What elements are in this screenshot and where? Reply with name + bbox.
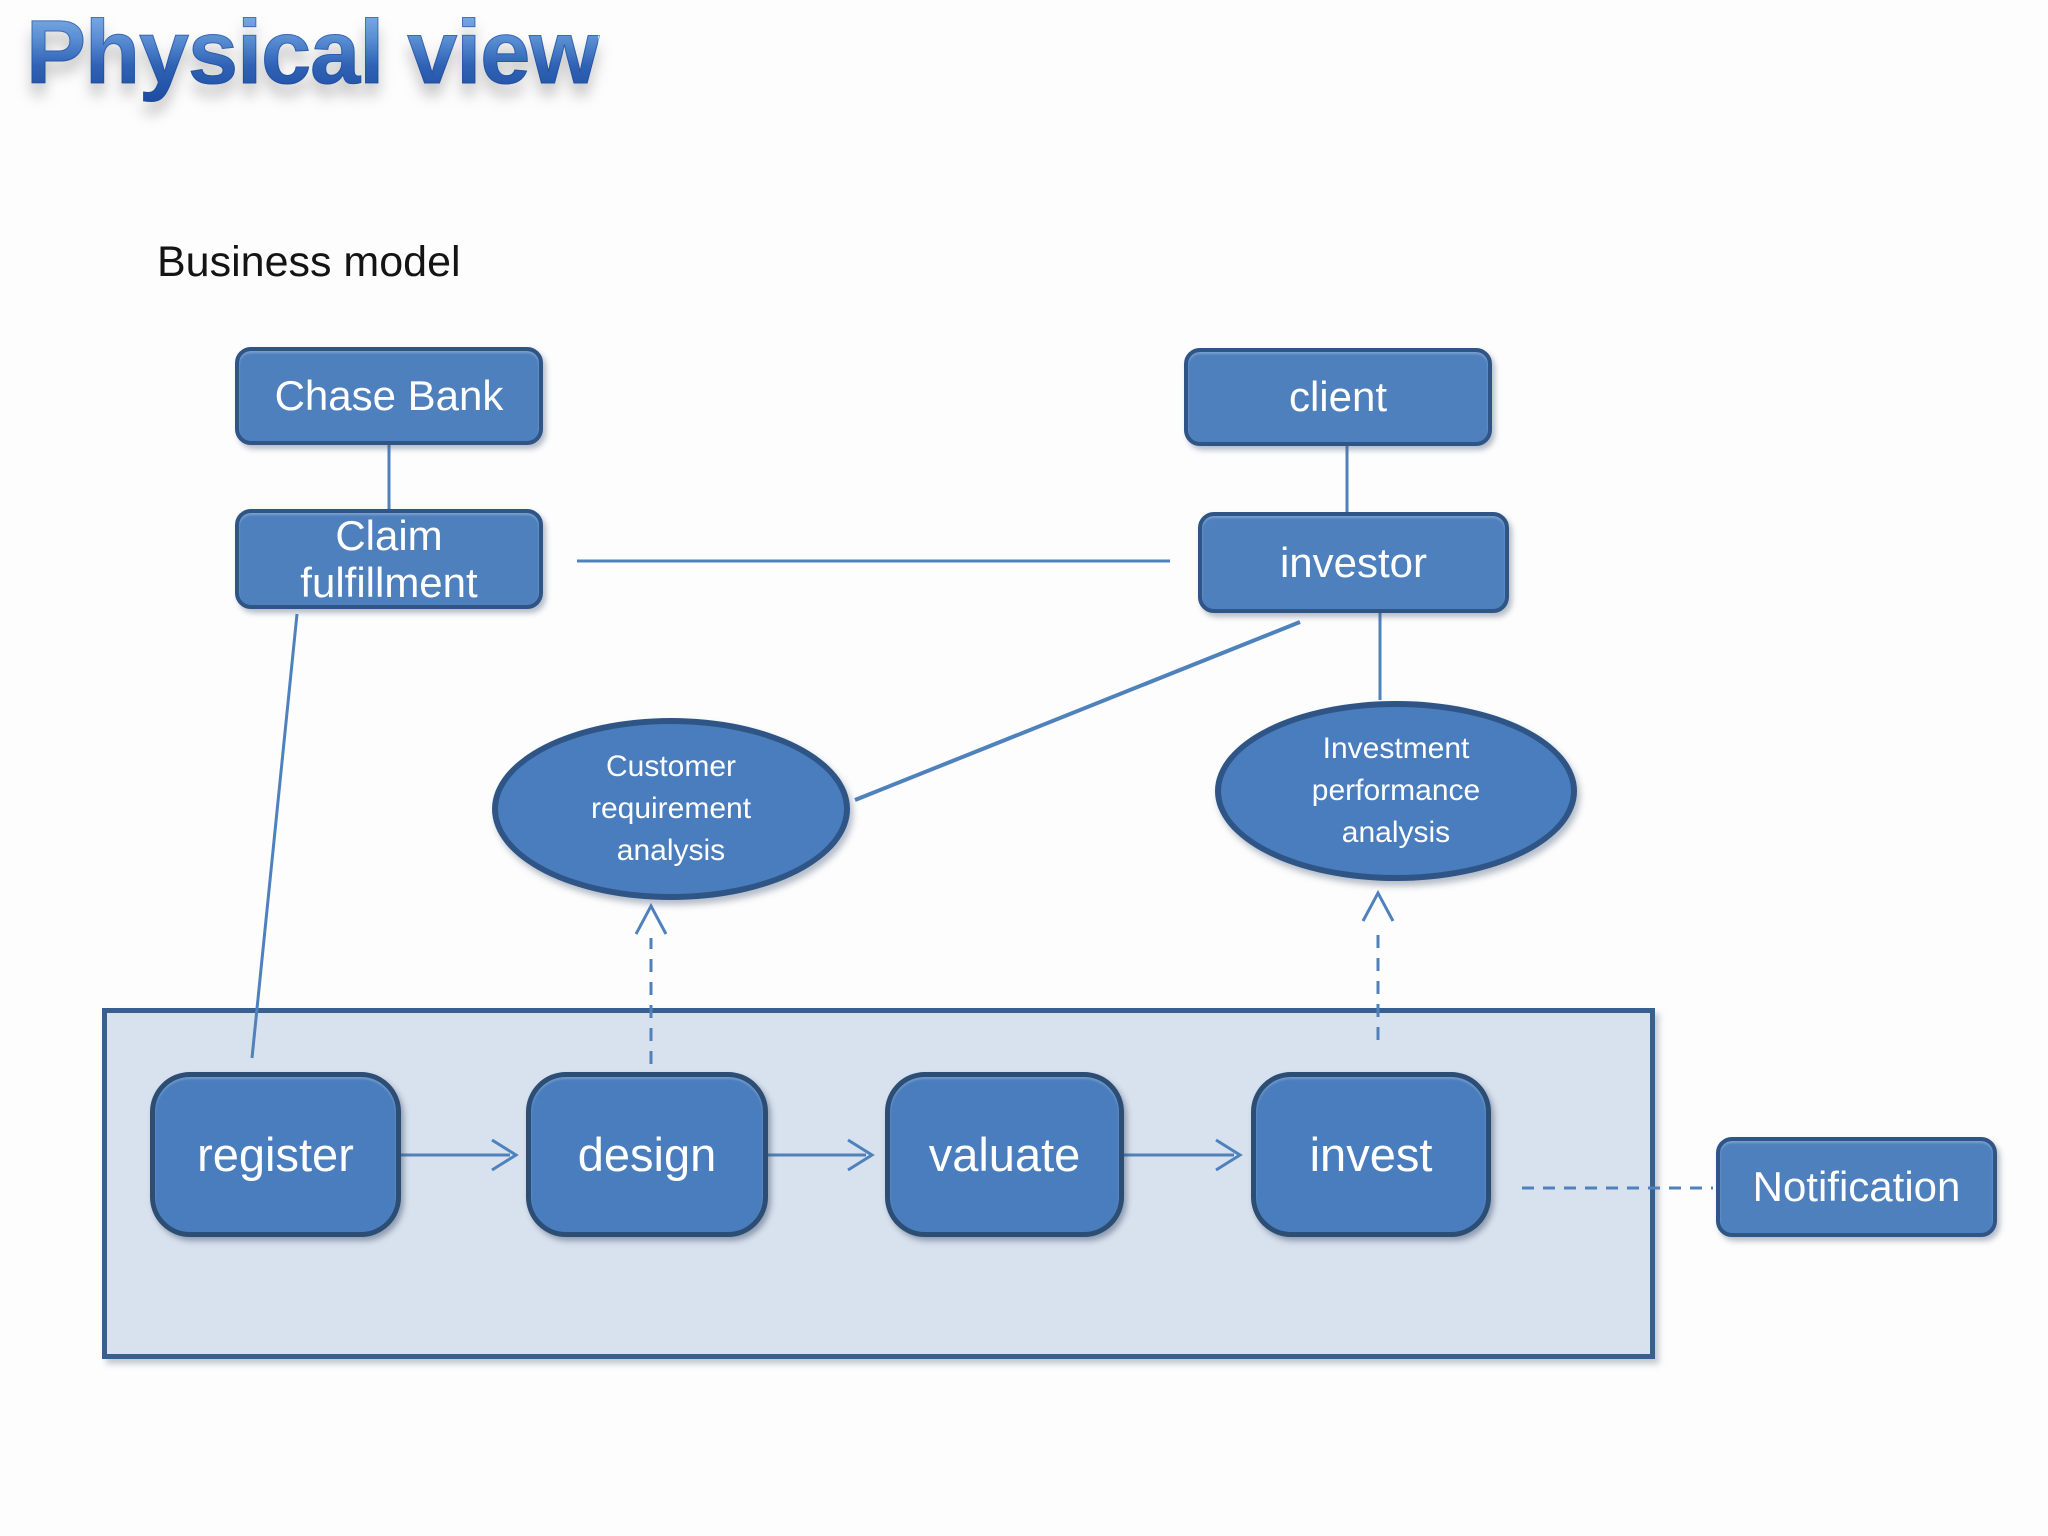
node-investor-label: investor <box>1279 538 1428 586</box>
node-claim-fulfillment: Claim fulfillment <box>235 509 543 609</box>
page-title: Physical view <box>25 3 599 104</box>
node-design: design <box>526 1072 768 1237</box>
node-valuate: valuate <box>885 1072 1124 1237</box>
node-investment-performance-analysis: Investment performance analysis <box>1215 701 1577 881</box>
diagram-subtitle: Business model <box>157 238 461 286</box>
node-investor: investor <box>1198 512 1509 613</box>
connector-claimfulfillment-register <box>250 613 299 1059</box>
node-notification-label: Notification <box>1752 1163 1961 1210</box>
node-register-label: register <box>197 1128 354 1181</box>
node-chase-bank-label: Chase Bank <box>274 372 504 419</box>
node-claim-fulfillment-label: Claim fulfillment <box>300 511 478 606</box>
node-chase-bank: Chase Bank <box>235 347 543 445</box>
node-customer-requirement-analysis-label: Customer requirement analysis <box>590 750 752 867</box>
node-invest: invest <box>1251 1072 1491 1237</box>
node-invest-label: invest <box>1309 1128 1433 1181</box>
node-notification: Notification <box>1716 1137 1997 1237</box>
node-client-label: client <box>1288 373 1388 420</box>
node-customer-requirement-analysis: Customer requirement analysis <box>492 718 850 900</box>
node-investment-performance-analysis-label: Investment performance analysis <box>1311 732 1481 849</box>
node-register: register <box>150 1072 401 1237</box>
node-design-label: design <box>577 1128 717 1181</box>
node-client: client <box>1184 348 1492 446</box>
node-valuate-label: valuate <box>928 1128 1081 1181</box>
